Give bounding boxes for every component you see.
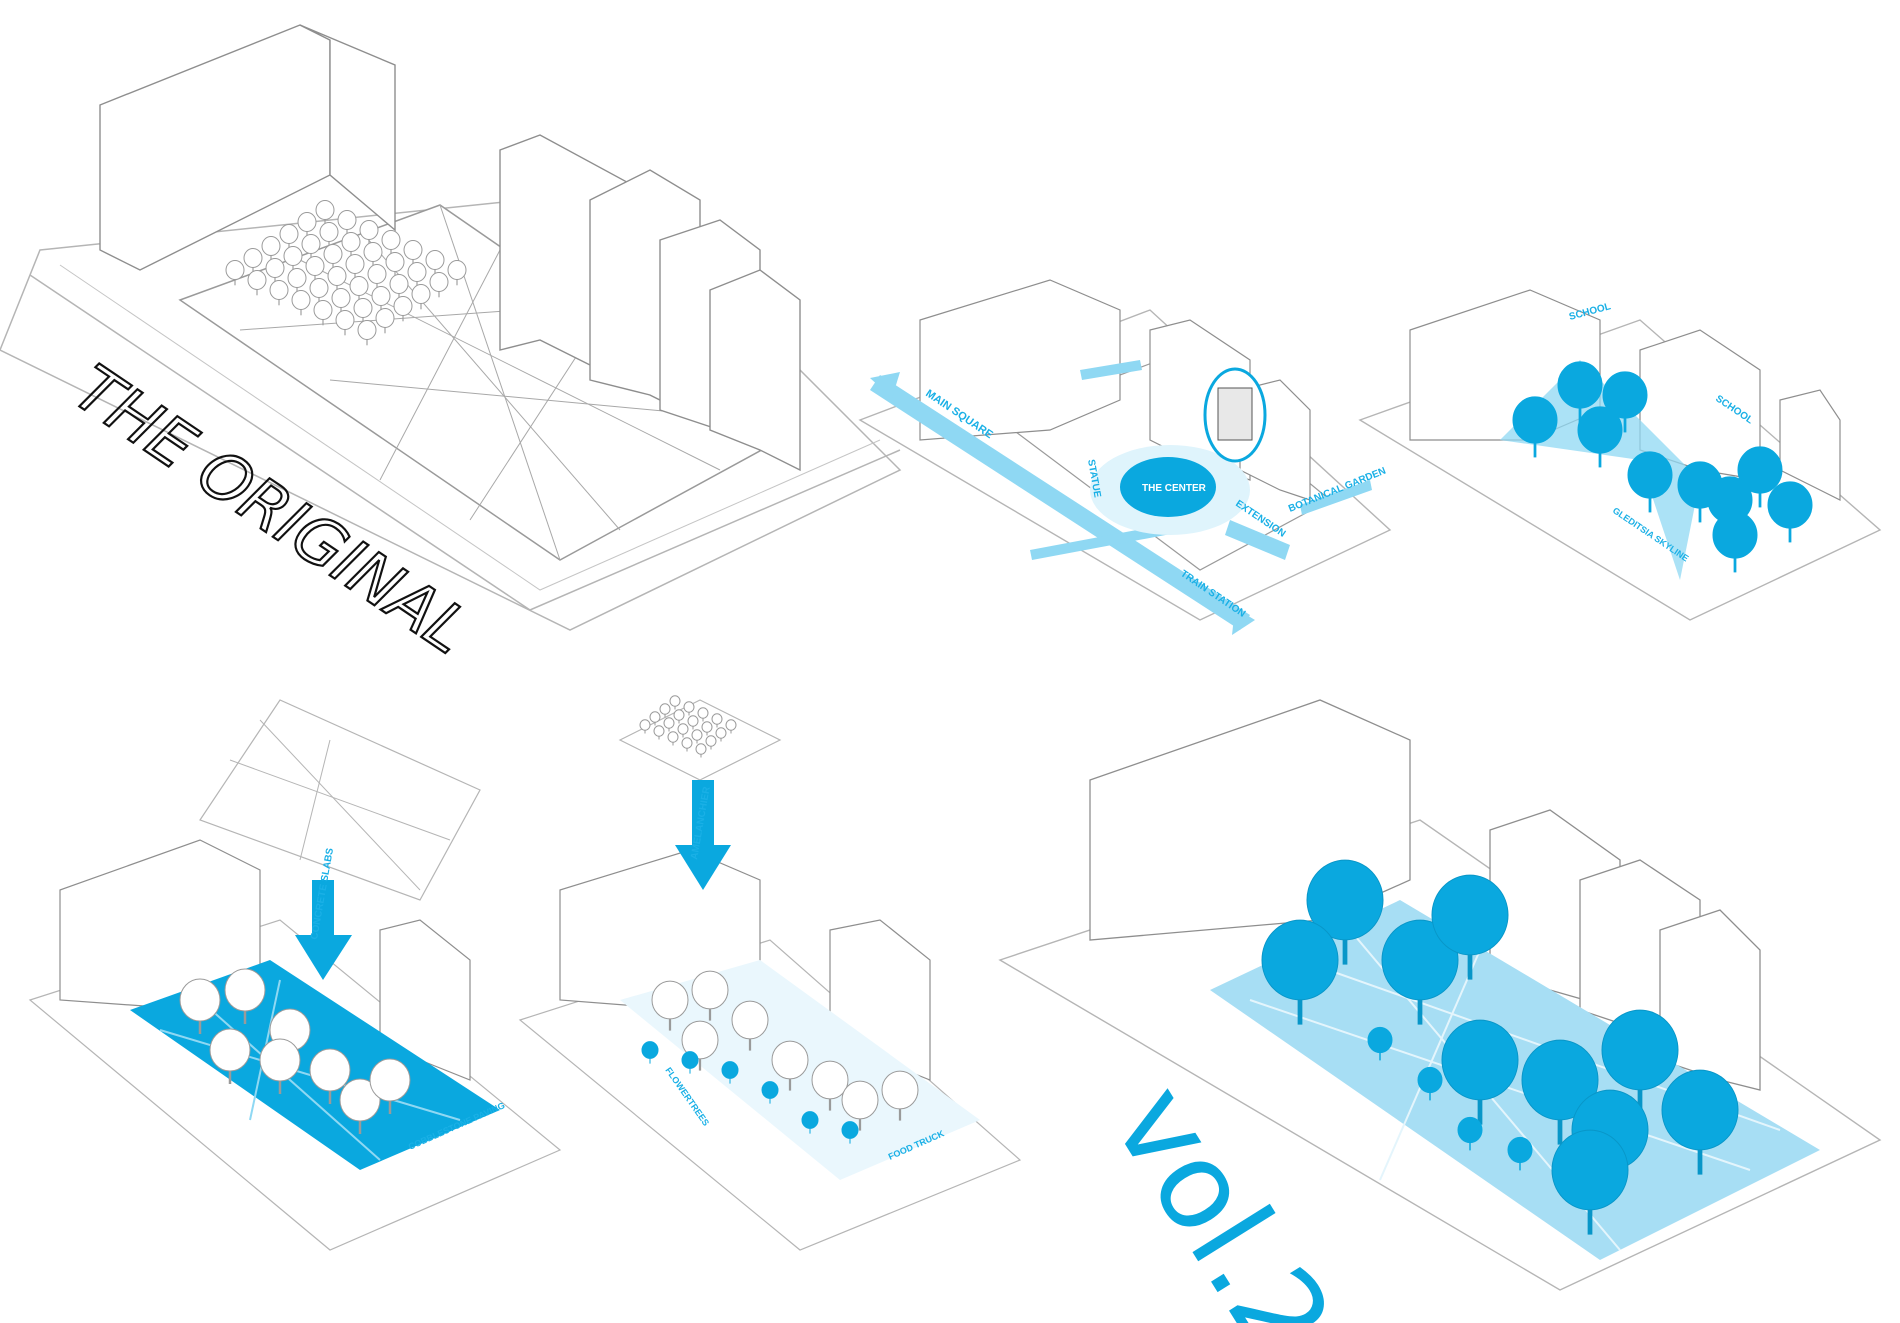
panel-school-skyline: SCHOOL SCHOOL GLEDITSIA SKYLINE	[1360, 290, 1880, 620]
landmark-building-icon	[1218, 388, 1252, 440]
mini-tree-icon	[670, 696, 680, 710]
panel-concrete-slabs: CONCRETE SLABS COBBLESTONE PAVING	[30, 700, 560, 1250]
panel-vol2: vol.2	[1000, 700, 1880, 1323]
panel-amelanchier: AMELANCHIER FLOWERTREES FOOD TRUCK	[520, 696, 1020, 1250]
panel-the-original: THE ORIGINAL	[0, 25, 900, 669]
panel-concept: MAIN SQUARE STATUE THE CENTER EXTENSION …	[860, 280, 1390, 635]
label-the-center: THE CENTER	[1142, 483, 1207, 494]
